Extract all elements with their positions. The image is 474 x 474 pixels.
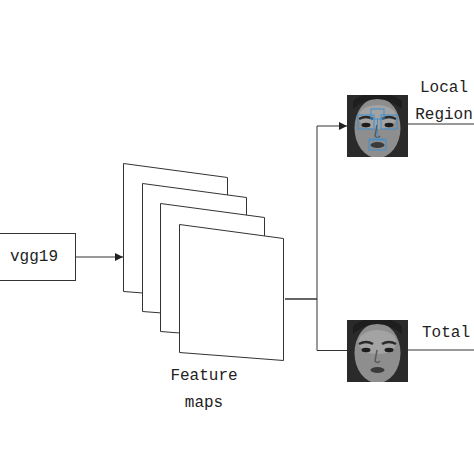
- region-box: [371, 109, 384, 119]
- eye: [362, 348, 371, 352]
- face-image: [347, 95, 408, 157]
- face-total-node: Total: [347, 320, 408, 381]
- node-label: Local Region: [413, 75, 474, 129]
- eye: [385, 348, 394, 352]
- eye: [362, 123, 371, 127]
- flow-arrow: [285, 299, 347, 351]
- feature-map-stack: [123, 163, 285, 363]
- mouth: [371, 367, 385, 373]
- eyebrow: [382, 342, 396, 344]
- face-image: [347, 320, 408, 382]
- face-skin: [355, 98, 401, 157]
- hair: [353, 320, 402, 334]
- flow-arrow: [285, 126, 347, 299]
- feature-maps: Feature maps: [123, 163, 285, 360]
- backbone-box: vgg19: [0, 233, 76, 281]
- node-label: Feature maps: [159, 363, 249, 417]
- eyebrow: [359, 342, 373, 344]
- region-box: [381, 115, 397, 129]
- output-line: [408, 350, 474, 351]
- nose: [375, 350, 380, 363]
- node-label: vgg19: [0, 244, 77, 271]
- face-region-node: Local Region: [347, 95, 408, 157]
- region-box: [358, 115, 374, 129]
- node-label: Total: [417, 320, 474, 347]
- mouth: [371, 142, 385, 148]
- flow-arrow: [76, 257, 123, 258]
- region-box: [369, 140, 386, 150]
- face-skin: [355, 323, 401, 382]
- eye: [385, 123, 394, 127]
- landmark-regions: [358, 109, 397, 150]
- feature-map-sheet: [180, 225, 284, 361]
- hair: [353, 95, 402, 109]
- region-line: [369, 139, 386, 140]
- region-line: [377, 119, 378, 139]
